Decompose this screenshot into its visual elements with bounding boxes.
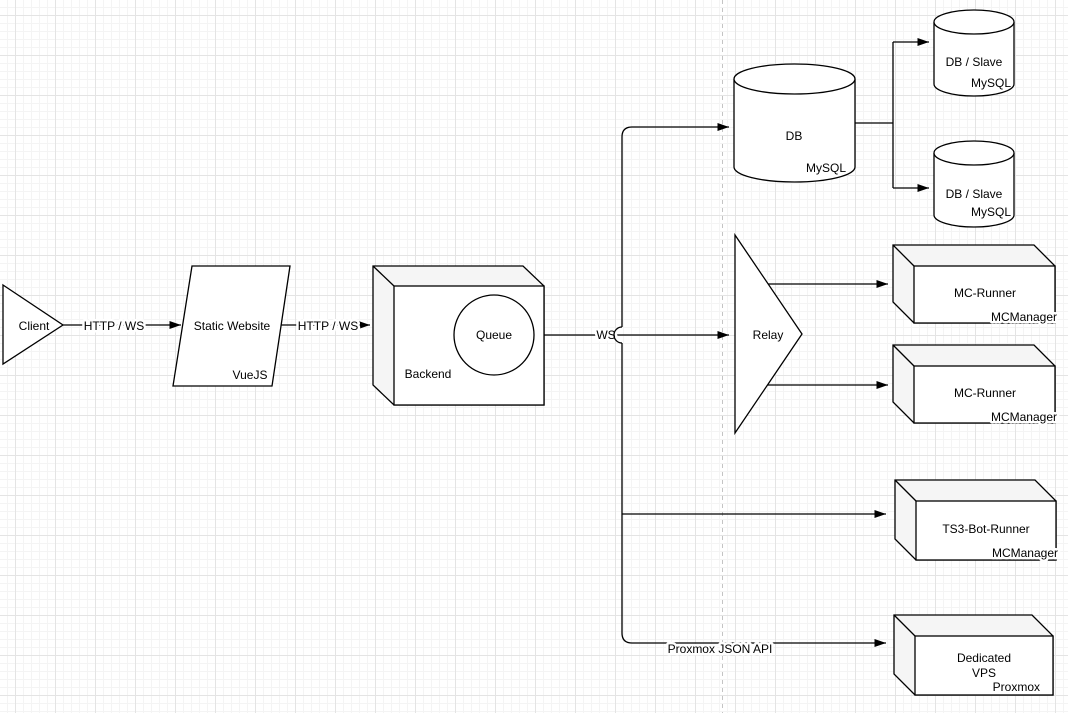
db-badge: MySQL (806, 161, 846, 175)
node-dedicated-vps[interactable]: Dedicated VPS Proxmox (893, 614, 1054, 697)
static-website-parallelogram-shape (172, 265, 291, 387)
queue-label: Queue (476, 328, 512, 342)
db-slave-bottom-cylinder-top (933, 140, 1015, 166)
backend-cube-corner-line (372, 265, 395, 287)
ts3-bot-runner-front-face (915, 500, 1057, 561)
dedicated-vps-corner-line (893, 614, 916, 637)
db-slave-bottom-badge: MySQL (971, 205, 1011, 219)
edges-layer: HTTP / WS HTTP / WS WS Proxmox JSON API (63, 38, 929, 659)
backend-label: Backend (405, 367, 452, 381)
db-label: DB (786, 129, 803, 143)
db-slave-top-cylinder-body (933, 22, 1015, 97)
db-slave-bottom-cylinder-body (933, 153, 1015, 228)
edge-db-slave-trunk[interactable] (855, 42, 894, 188)
db-slave-top-label: DB / Slave (946, 55, 1003, 69)
queue-circle-shape (453, 294, 535, 376)
edge-label-ws: WS (596, 328, 615, 342)
dedicated-vps-front-face (914, 635, 1054, 696)
edge-junction-jump-arc (613, 326, 623, 344)
mc-runner-bottom-corner-line (892, 344, 915, 367)
db-cylinder-top (733, 63, 856, 95)
node-db-slave-bottom[interactable]: DB / Slave MySQL (933, 140, 1015, 228)
mc-runner-bottom-front-face (913, 365, 1056, 424)
db-cylinder-body (733, 79, 856, 183)
client-triangle-shape (2, 283, 65, 366)
node-ts3-bot-runner[interactable]: TS3-Bot-Runner MCManager (894, 479, 1061, 563)
edge-backend-to-db[interactable] (621, 123, 729, 327)
node-queue[interactable]: Queue (453, 294, 535, 376)
dedicated-vps-label-line2: VPS (972, 666, 996, 680)
node-mc-runner-bottom[interactable]: MC-Runner MCManager (892, 344, 1060, 427)
static-website-badge: VueJS (233, 368, 268, 382)
static-website-label: Static Website (194, 319, 271, 333)
ts3-bot-runner-label: TS3-Bot-Runner (942, 522, 1029, 536)
node-relay[interactable]: Relay (734, 232, 803, 436)
ts3-bot-runner-badge: MCManager (992, 546, 1058, 560)
node-client[interactable]: Client (2, 283, 65, 366)
edge-label-http-ws-2: HTTP / WS (298, 319, 358, 333)
ts3-bot-runner-corner-line (894, 479, 917, 502)
mc-runner-top-corner-line (892, 244, 915, 267)
mc-runner-bottom-badge: MCManager (991, 410, 1057, 424)
dedicated-vps-badge: Proxmox (993, 680, 1040, 694)
mc-runner-top-front-face (913, 265, 1056, 324)
node-static-website[interactable]: Static Website VueJS (172, 265, 291, 387)
mc-runner-bottom-label: MC-Runner (954, 386, 1016, 400)
relay-label: Relay (753, 328, 784, 342)
client-label: Client (19, 319, 50, 333)
db-slave-bottom-label: DB / Slave (946, 187, 1003, 201)
db-slave-top-cylinder-top (933, 9, 1015, 35)
edge-backend-to-dedicated-vps[interactable] (621, 343, 886, 647)
node-db[interactable]: DB MySQL (733, 63, 856, 183)
node-db-slave-top[interactable]: DB / Slave MySQL (933, 9, 1015, 97)
mc-runner-top-label: MC-Runner (954, 286, 1016, 300)
relay-triangle-shape (734, 232, 803, 436)
edge-label-proxmox-json-api: Proxmox JSON API (668, 642, 773, 656)
node-mc-runner-top[interactable]: MC-Runner MCManager (892, 244, 1060, 327)
dedicated-vps-label-line1: Dedicated (957, 651, 1011, 665)
edge-label-http-ws-1: HTTP / WS (84, 319, 144, 333)
mc-runner-top-badge: MCManager (991, 310, 1057, 324)
db-slave-top-badge: MySQL (971, 76, 1011, 90)
